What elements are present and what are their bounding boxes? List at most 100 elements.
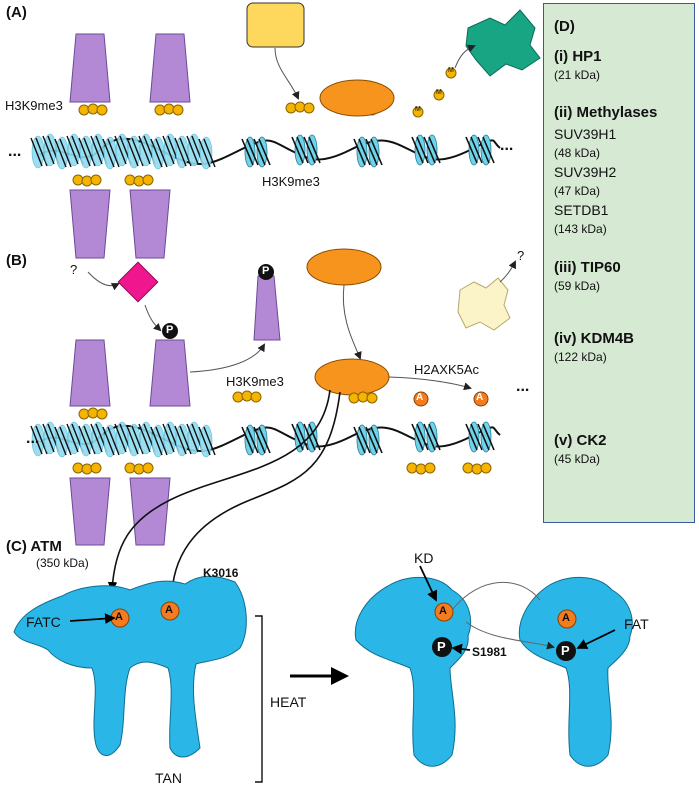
hp1-protein (69, 339, 111, 407)
arrow (419, 565, 438, 602)
arrow (342, 284, 362, 360)
methyl-letter: M (436, 89, 442, 96)
phospho-letter: P (437, 639, 446, 654)
legend-setdb1: SETDB1 (554, 202, 609, 218)
acetyl-mark (160, 601, 180, 621)
methylase-protein (246, 2, 305, 48)
acetyl-mark (434, 602, 454, 622)
legend-hp1-title: (i) HP1 (554, 48, 602, 65)
arrow (107, 389, 331, 592)
arrow (465, 621, 555, 650)
tip60-protein (319, 79, 395, 117)
methyl-letter: M (415, 106, 421, 113)
tip60-protein (314, 358, 390, 396)
atm-monomer (518, 576, 633, 767)
legend-suv39h2-mass: (47 kDa) (554, 184, 601, 198)
heat-label: HEAT (270, 694, 307, 710)
hp1-protein (149, 339, 191, 407)
legend-setdb1-mass: (143 kDa) (554, 222, 607, 236)
ellipsis-right: ... (500, 137, 514, 154)
panel-a (30, 2, 541, 259)
phospho-mark (556, 641, 576, 661)
legend-tip60-mass: (59 kDa) (554, 279, 601, 293)
euchromatin-b (241, 421, 495, 456)
acetyl-mark (473, 391, 489, 407)
atm-monomer (354, 576, 472, 767)
panel-a-label: (A) (6, 4, 27, 21)
hp1-protein (69, 33, 111, 103)
legend-kdm4b-mass: (122 kDa) (554, 350, 607, 364)
h3k9me3-label: H3K9me3 (5, 98, 63, 113)
legend-suv39h1: SUV39H1 (554, 126, 617, 142)
ellipsis-right: ... (516, 378, 530, 395)
heat-bracket (255, 615, 263, 783)
arrow (388, 376, 472, 391)
hp1-protein (149, 33, 191, 103)
s1981-label: S1981 (472, 645, 507, 659)
panel-c-label: (C) ATM (6, 538, 62, 555)
methyl-cluster (72, 67, 457, 187)
tip60-protein (306, 248, 382, 286)
hp1-protein (69, 477, 111, 546)
ck2-protein (117, 261, 159, 303)
arrow (274, 47, 300, 100)
phospho-mark (162, 323, 178, 339)
panel-c (13, 565, 633, 783)
ellipsis-left: ... (8, 143, 22, 160)
arrow (87, 271, 120, 291)
legend-suv39h2: SUV39H2 (554, 164, 617, 180)
acetyl-letter: A (416, 392, 424, 403)
legend-ck2-mass: (45 kDa) (554, 452, 601, 466)
question-label: ? (517, 248, 525, 263)
legend-kdm4b-title: (iv) KDM4B (554, 330, 635, 347)
arrow (451, 581, 541, 611)
h3k9me3-label: H3K9me3 (262, 174, 320, 189)
kdm4b-released (457, 277, 511, 331)
panel-b-label: (B) (6, 252, 27, 269)
legend-suv39h1-mass: (48 kDa) (554, 146, 601, 160)
phospho-mark (258, 264, 274, 280)
h2axk5ac-label: H2AXK5Ac (414, 362, 480, 377)
phospho-letter: P (166, 324, 174, 336)
kd-label: KD (414, 550, 434, 566)
arrow (167, 391, 341, 594)
methyl-letter: M (448, 67, 454, 74)
acetyl-letter: A (439, 605, 447, 617)
arrow (69, 613, 116, 624)
arrow (454, 44, 476, 69)
tan-label: TAN (155, 770, 182, 786)
arrow (576, 629, 616, 649)
heterochromatin-a (30, 133, 216, 170)
arrow (189, 343, 266, 373)
phospho-mark (432, 637, 452, 657)
k3016-label: K3016 (203, 566, 239, 580)
euchromatin-a (241, 134, 495, 168)
atm-mass: (350 kDa) (36, 556, 89, 570)
hp1-released (253, 275, 281, 341)
legend-hp1-mass: (21 kDa) (554, 68, 601, 82)
legend-methylases-title: (ii) Methylases (554, 104, 658, 121)
legend-tip60-title: (iii) TIP60 (554, 259, 621, 276)
acetyl-letter: A (476, 392, 484, 403)
atm-dimer (13, 575, 247, 758)
acetyl-letter: A (165, 604, 173, 616)
panel-b (30, 248, 516, 594)
phospho-letter: P (561, 643, 570, 658)
question-label: ? (70, 262, 78, 277)
hp1-protein (129, 189, 171, 259)
h3k9me3-label: H3K9me3 (226, 374, 284, 389)
legend-title: (D) (554, 18, 575, 35)
phospho-letter: P (262, 265, 270, 277)
acetyl-letter: A (115, 611, 123, 623)
arrow (144, 304, 162, 332)
legend-panel: (D) (i) HP1 (21 kDa) (ii) Methylases SUV… (543, 3, 695, 523)
acetyl-letter: A (562, 612, 570, 624)
acetyl-mark (413, 391, 429, 407)
acetyl-mark (557, 609, 577, 629)
hp1-protein (69, 189, 111, 259)
kdm4b-protein (465, 9, 541, 77)
arrow (499, 260, 516, 283)
fatc-label: FATC (26, 614, 61, 630)
heterochromatin-b (30, 421, 216, 458)
